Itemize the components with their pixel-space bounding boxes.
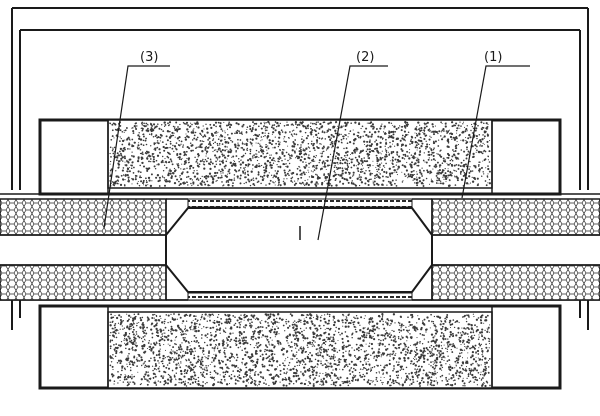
leader-line-part2 (317, 65, 388, 241)
upper-stipple-dots (109, 120, 492, 188)
tube-assembly (0, 193, 600, 301)
right-honeycomb-upper (431, 198, 600, 236)
chamber-bottom-liner (187, 292, 413, 301)
chamber-top-liner (187, 198, 413, 208)
left-honeycomb-upper (0, 198, 167, 236)
central-chamber (165, 207, 433, 293)
label-part2: (2) (356, 50, 374, 65)
upper-block (38, 118, 562, 196)
leader-lines (103, 65, 530, 241)
outer-enclosure (11, 7, 589, 330)
label-part1: (1) (484, 50, 502, 65)
leader-line-part3 (103, 65, 170, 229)
lower-stipple-dots (108, 312, 491, 388)
left-honeycomb-lower (0, 264, 167, 301)
right-honeycomb-lower (431, 264, 600, 301)
lower-block (38, 304, 562, 390)
label-part3: (3) (140, 50, 158, 65)
leader-line-part1 (461, 65, 530, 199)
